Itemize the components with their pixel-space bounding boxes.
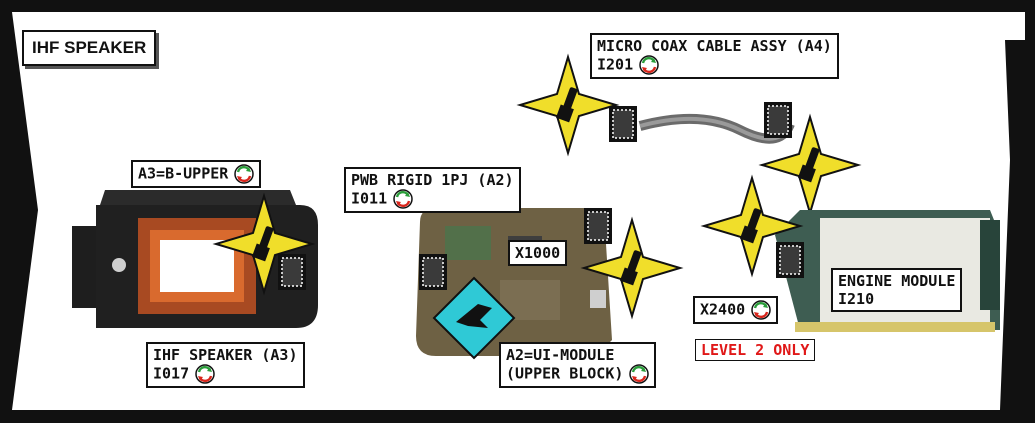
micro-coax-label: MICRO COAX CABLE ASSY (A4) I201 <box>590 33 839 79</box>
recycle-icon <box>629 364 649 384</box>
page-title: IHF SPEAKER <box>22 30 156 66</box>
connector-icon <box>609 106 637 142</box>
ihf-speaker-code: I017 <box>153 365 189 383</box>
a2-ui-module-block: (UPPER BLOCK) <box>506 365 623 383</box>
pwb-rigid-code: I011 <box>351 190 387 208</box>
frame-right-edge <box>1000 40 1025 410</box>
connector-icon <box>419 254 447 290</box>
pwb-rigid-label: PWB RIGID 1PJ (A2) I011 <box>344 167 521 213</box>
recycle-icon <box>751 300 771 320</box>
recycle-icon <box>195 364 215 384</box>
x1000-label: X1000 <box>508 240 567 266</box>
connector-icon <box>278 254 306 290</box>
level-2-warning: LEVEL 2 ONLY <box>695 339 815 361</box>
connector-icon <box>764 102 792 138</box>
recycle-icon <box>234 164 254 184</box>
engine-module-label: ENGINE MODULE I210 <box>831 268 962 312</box>
x2400-label: X2400 <box>693 296 778 324</box>
connector-icon <box>776 242 804 278</box>
ihf-speaker-label: IHF SPEAKER (A3) I017 <box>146 342 305 388</box>
a3-upper-label: A3=B-UPPER <box>131 160 261 188</box>
recycle-icon <box>393 189 413 209</box>
micro-coax-code: I201 <box>597 56 633 74</box>
a2-ui-module-label: A2=UI-MODULE (UPPER BLOCK) <box>499 342 656 388</box>
recycle-icon <box>639 55 659 75</box>
connector-icon <box>584 208 612 244</box>
